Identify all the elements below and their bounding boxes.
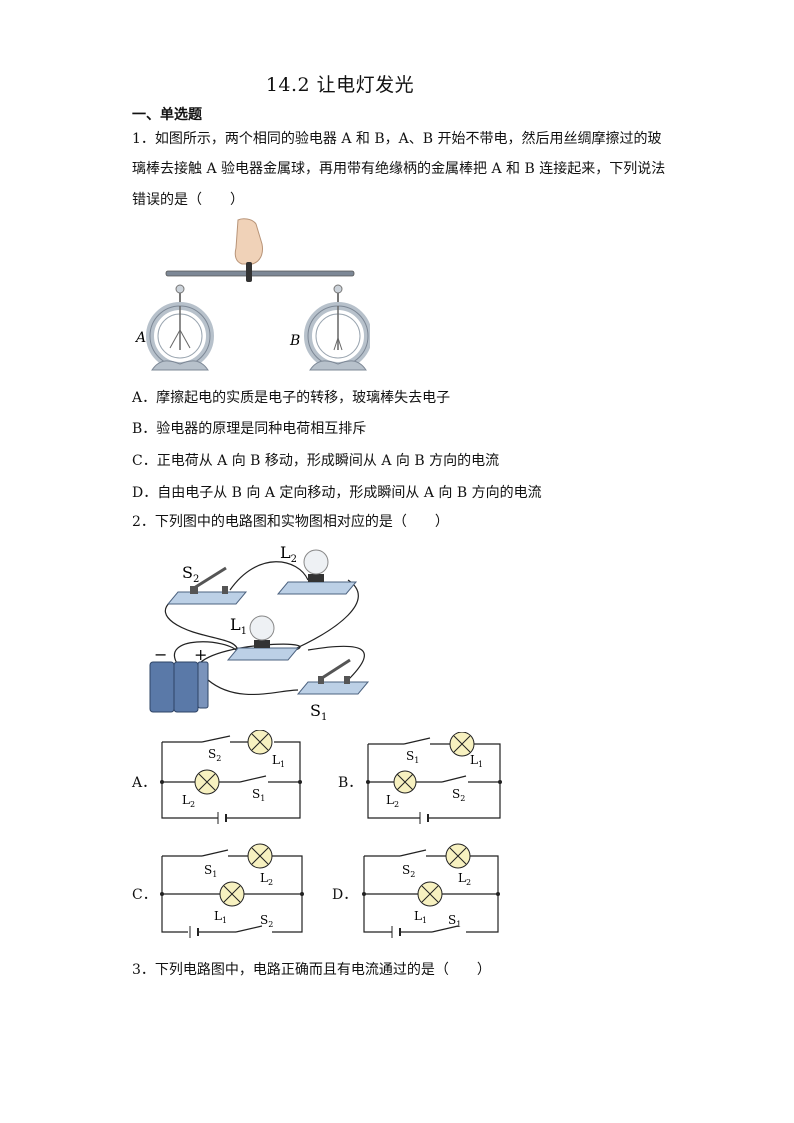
minus-sign: − [154,645,167,664]
svg-text:L1: L1 [414,909,427,925]
circuit-b-label: B． [338,775,363,791]
q1-option-a: A．摩擦起电的实质是电子的转移，玻璃棒失去电子 [132,390,451,406]
label-l1: L1 [230,615,247,637]
circuit-d-label: D． [332,887,358,903]
q1-option-d: D．自由电子从 B 向 A 定向移动，形成瞬间从 A 向 B 方向的电流 [132,485,542,501]
lamp-l1 [226,615,300,661]
lamp-icon [445,843,471,869]
circuit-c-label: C． [132,887,157,903]
electroscope-figure: A B [134,218,370,371]
svg-text:L1: L1 [214,909,227,925]
plus-sign: + [194,645,207,664]
svg-text:S2: S2 [402,863,415,879]
hand-icon [234,218,263,265]
lamp-l2 [276,549,358,595]
electroscope-a [146,284,214,371]
q1-option-c: C．正电荷从 A 向 B 移动，形成瞬间从 A 向 B 方向的电流 [132,453,500,469]
q1-text-line-3: 错误的是（ ） [132,192,244,208]
lamp-icon [219,881,245,907]
svg-text:L1: L1 [470,753,483,769]
lamp-icon [247,843,273,869]
svg-text:S1: S1 [204,863,217,879]
lamp-icon [449,732,475,757]
circuit-d: S2 L2 L1 S1 [362,843,500,938]
q1-text-line-1: 1．如图所示，两个相同的验电器 A 和 B，A、B 开始不带电，然后用丝绸摩擦过… [132,131,662,147]
section-heading: 一、单选题 [132,107,202,123]
physical-circuit-figure: S2 L2 L1 S1 − + [149,543,370,723]
label-s2: S2 [182,563,199,585]
switch-s1 [296,658,370,695]
circuit-b: S1 L1 L2 S2 [366,732,502,824]
circuit-a-label: A． [132,775,157,791]
svg-text:L2: L2 [260,871,273,887]
svg-text:L1: L1 [272,753,285,769]
q3-text: 3．下列电路图中，电路正确而且有电流通过的是（ ） [132,962,491,978]
svg-text:S1: S1 [406,749,419,765]
page-title: 14.2 让电灯发光 [265,74,415,96]
q2-text: 2．下列图中的电路图和实物图相对应的是（ ） [132,514,449,530]
switch-s2 [166,566,248,605]
svg-text:S1: S1 [252,787,265,803]
label-l2: L2 [280,543,297,565]
lamp-icon [247,730,273,755]
svg-text:S2: S2 [208,747,221,763]
svg-text:L2: L2 [182,793,195,809]
battery-icon [149,661,209,713]
lamp-icon [194,769,220,795]
lamp-icon [393,770,417,794]
metal-rod [165,270,355,277]
label-b: B [289,333,300,349]
circuit-a: S2 L1 L2 S1 [160,730,302,824]
circuit-c: S1 L2 L1 S2 [160,843,304,938]
q1-text-line-2: 璃棒去接触 A 验电器金属球，再用带有绝缘柄的金属棒把 A 和 B 连接起来，下… [132,161,666,177]
svg-text:S2: S2 [452,787,465,803]
svg-text:S2: S2 [260,913,273,929]
svg-text:L2: L2 [458,871,471,887]
label-s1: S1 [310,701,327,723]
svg-text:L2: L2 [386,793,399,809]
label-a: A [134,330,146,346]
svg-text:S1: S1 [448,913,461,929]
q1-option-b: B．验电器的原理是同种电荷相互排斥 [132,421,367,437]
lamp-icon [417,881,443,907]
electroscope-b [304,284,370,371]
